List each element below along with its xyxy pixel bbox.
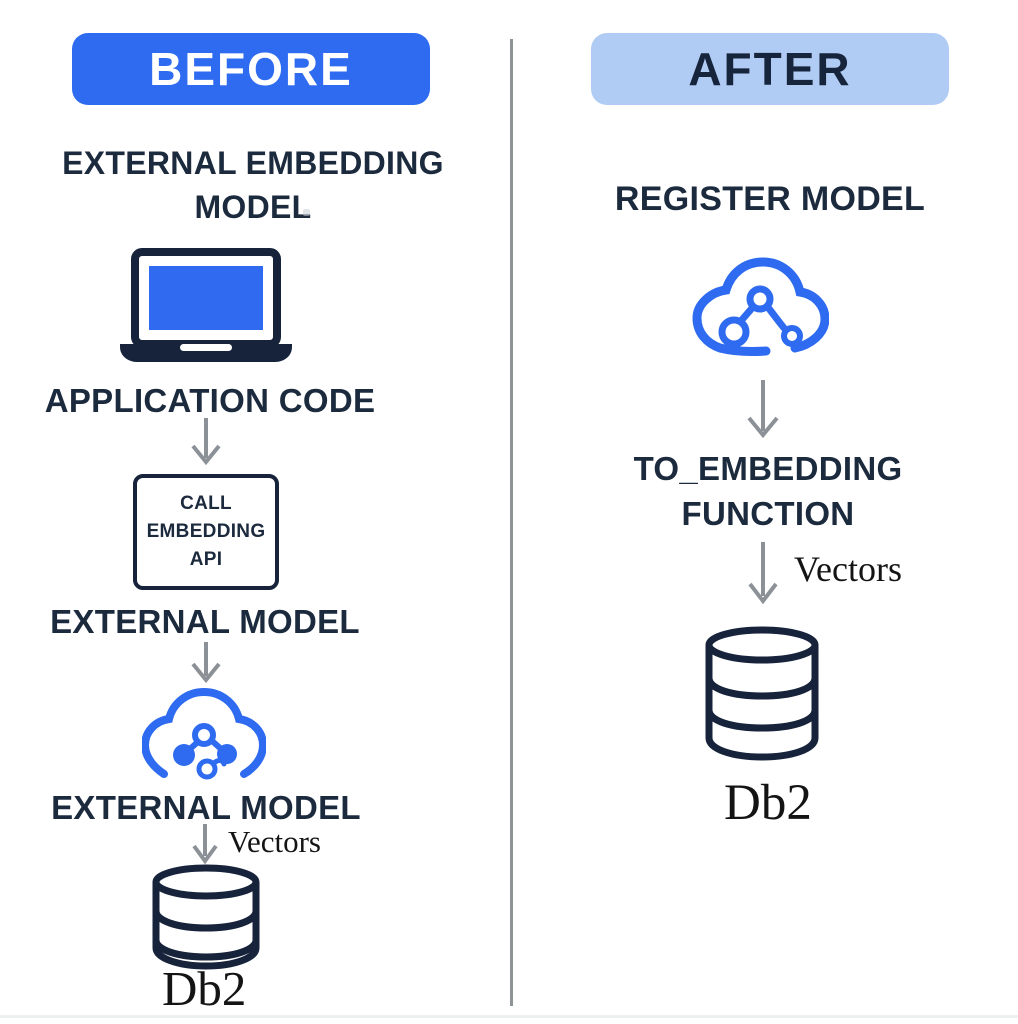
before-badge: BEFORE <box>72 33 430 105</box>
db2-label: Db2 <box>724 775 812 831</box>
db2-label: Db2 <box>162 961 247 1016</box>
register-model-title: REGISTER MODEL <box>614 180 926 218</box>
arrow-down-icon <box>191 418 221 466</box>
external-model-label-1: EXTERNAL MODEL <box>50 603 360 640</box>
api-box-line: CALL <box>180 493 232 514</box>
call-embedding-api-box: CALL EMBEDDING API <box>133 474 279 590</box>
bottom-edge-line <box>0 1015 1018 1018</box>
column-divider <box>510 39 513 1006</box>
to-embedding-function-title: TO_EMBEDDING FUNCTION <box>633 450 903 532</box>
external-model-label-2: EXTERNAL MODEL <box>51 789 361 826</box>
cloud-model-icon <box>142 688 266 780</box>
vectors-label: Vectors <box>228 824 321 859</box>
laptop-icon <box>120 248 292 362</box>
arrow-down-icon <box>191 642 221 684</box>
database-icon <box>152 864 260 970</box>
api-box-line: API <box>189 549 223 570</box>
arrow-down-icon <box>192 824 218 865</box>
application-code-label: APPLICATION CODE <box>44 382 376 419</box>
cloud-model-icon <box>692 257 829 357</box>
database-icon <box>705 626 819 761</box>
after-badge: AFTER <box>591 33 949 105</box>
api-box-line: EMBEDDING <box>146 521 266 542</box>
arrow-down-icon <box>748 542 778 605</box>
arrow-down-icon <box>747 380 779 439</box>
artifact-dot <box>303 209 310 216</box>
before-title: EXTERNAL EMBEDDING MODEL <box>62 145 444 225</box>
vectors-label: Vectors <box>794 549 902 589</box>
